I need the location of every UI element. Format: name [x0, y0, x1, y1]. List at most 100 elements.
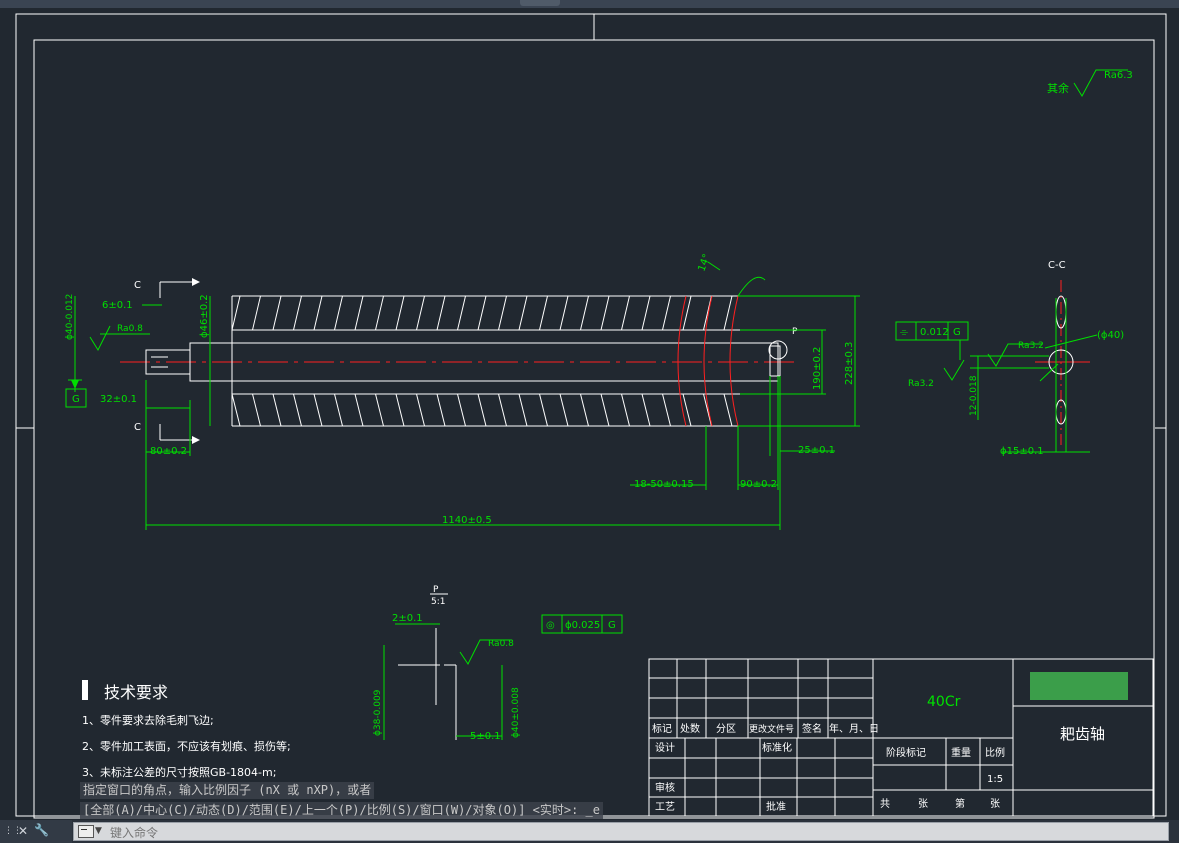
- helix-tooth-top: [231, 295, 244, 331]
- helix-tooth-top: [374, 295, 388, 331]
- helix-tooth-bottom: [456, 393, 470, 427]
- main-view: P C C: [65, 253, 860, 530]
- helix-tooth-top: [620, 295, 634, 331]
- tech-req-title: 技术要求: [104, 683, 168, 702]
- roughness-note-label: 其余: [1047, 81, 1069, 95]
- tb-process: 工艺: [655, 801, 675, 813]
- helix-tooth-top: [333, 295, 347, 331]
- tol-value-p: ϕ0.025: [565, 620, 600, 631]
- tech-req-item-2: 2、零件加工表面，不应该有划痕、损伤等;: [82, 739, 291, 753]
- helix-tooth-bottom: [415, 393, 429, 427]
- phi40-p: ϕ40±0.008: [511, 687, 521, 738]
- dim-80: 80±0.2: [150, 446, 187, 457]
- helix-tooth-top: [292, 295, 306, 331]
- ra-08-main: Ra0.8: [117, 324, 143, 334]
- tol-datum-cc: G: [953, 327, 961, 338]
- detail-p-ref: P: [792, 327, 798, 337]
- helix-tooth-top: [641, 295, 654, 331]
- tb-ratio: 比例: [985, 746, 1005, 759]
- phi15-cc: ϕ15±0.1: [1000, 446, 1044, 457]
- tb-sheets-total: 共: [880, 798, 890, 810]
- drag-handle-icon[interactable]: ⋮⋮: [4, 826, 22, 836]
- tb-design: 设计: [655, 741, 675, 754]
- datum-g-label: G: [72, 394, 80, 405]
- tech-req-item-1: 1、零件要求去除毛刺飞边;: [82, 713, 214, 727]
- helix-tooth-bottom: [354, 393, 367, 427]
- section-c-label-bottom: C: [134, 422, 141, 433]
- title-block: 40Cr 耙齿轴 标记 处数 分区 更改文件号 签名 年、月、日 设计 标准化 …: [648, 658, 1154, 817]
- section-cc-title: C-C: [1048, 260, 1066, 271]
- helix-tooth-bottom: [661, 393, 675, 427]
- file-tab-fragment[interactable]: [520, 0, 560, 6]
- dim-32: 32±0.1: [100, 394, 137, 405]
- helix-tooth-bottom: [395, 393, 408, 427]
- wrench-icon[interactable]: 🔧: [34, 823, 49, 837]
- tol-symbol-p: ◎: [546, 620, 555, 631]
- dim-190: 190±0.2: [812, 347, 823, 390]
- helix-tooth-bottom: [518, 393, 531, 427]
- roughness-note-value: Ra6.3: [1104, 70, 1133, 81]
- helix-tooth-top: [538, 295, 552, 331]
- helix-tooth-bottom: [374, 393, 388, 427]
- helix-tooth-top: [518, 295, 531, 331]
- tol-symbol-cc: ⌯: [900, 327, 908, 338]
- dim12-cc: 12-0.018: [969, 375, 979, 416]
- helix-tooth-bottom: [436, 393, 449, 427]
- helix-tooth-top: [272, 295, 285, 331]
- helix-tooth-bottom: [497, 393, 511, 427]
- tb-scale: 1:5: [987, 774, 1003, 785]
- section-c-label-top: C: [134, 280, 141, 291]
- helix-tooth-bottom: [251, 393, 265, 427]
- helix-tooth-bottom: [600, 393, 613, 427]
- tb-approve: 批准: [766, 800, 786, 813]
- tb-standardize: 标准化: [762, 741, 792, 754]
- helix-tooth-bottom: [272, 393, 285, 427]
- section-cc-view: C-C ⌯ 0.012 G Ra3.2 Ra3.2 (ϕ40) ϕ15±0.1: [895, 260, 1124, 457]
- tb-weight: 重量: [951, 746, 971, 759]
- command-placeholder: 键入命令: [110, 826, 159, 840]
- helix-tooth-bottom: [702, 393, 716, 427]
- command-line-tools: ⋮⋮ ✕ 🔧: [0, 820, 72, 843]
- tb-header-0: 标记: [652, 723, 672, 735]
- helix-tooth-top: [395, 295, 408, 331]
- tb-stage-mark: 阶段标记: [886, 746, 926, 759]
- detail-p-title: P: [433, 585, 439, 595]
- dim-1140: 1140±0.5: [442, 515, 492, 526]
- red-arcs: [677, 295, 739, 427]
- tech-requirements: 技术要求 1、零件要求去除毛刺飞边; 2、零件加工表面，不应该有划痕、损伤等; …: [82, 680, 291, 779]
- helix-tooth-bottom: [231, 393, 244, 427]
- tb-header-4: 签名: [802, 722, 822, 735]
- command-prompt-icon[interactable]: [78, 825, 94, 838]
- chevron-down-icon[interactable]: ▼: [95, 826, 102, 836]
- section-c-markers: [159, 281, 192, 441]
- helix-tooth-top: [497, 295, 511, 331]
- ra08-p: Ra0.8: [488, 639, 514, 649]
- helix-tooth-top: [354, 295, 367, 331]
- helix-tooth-top: [559, 295, 572, 331]
- helix-tooth-top: [477, 295, 490, 331]
- helix-tooth-top: [436, 295, 449, 331]
- helix-tooth-bottom: [559, 393, 572, 427]
- helix-tooth-bottom: [313, 393, 326, 427]
- dim-6: 6±0.1: [102, 300, 133, 311]
- tol-value-cc: 0.012: [920, 327, 949, 338]
- close-icon[interactable]: ✕: [18, 824, 29, 838]
- tol-datum-p: G: [608, 620, 616, 631]
- command-input[interactable]: ▼ 键入命令: [73, 822, 1169, 841]
- helix-tooth-bottom: [538, 393, 552, 427]
- tb-review: 审核: [655, 781, 675, 794]
- detail-p-scale: 5:1: [431, 597, 445, 607]
- phi40-cc: (ϕ40): [1097, 330, 1124, 341]
- datum-g-box: [65, 388, 87, 408]
- helix-tooth-bottom: [292, 393, 306, 427]
- ra32-cc-b: Ra3.2: [908, 379, 934, 389]
- top-toolbar-strip: [0, 0, 1179, 8]
- helix-tooth-top: [661, 295, 675, 331]
- tb-header-3: 更改文件号: [749, 723, 794, 735]
- company-logo-blur: [1030, 672, 1128, 700]
- helix-tooth-bottom: [333, 393, 347, 427]
- helix-tooth-bottom: [641, 393, 654, 427]
- phi38-p: ϕ38-0.009: [373, 689, 383, 736]
- main-dim-lines: [68, 261, 860, 530]
